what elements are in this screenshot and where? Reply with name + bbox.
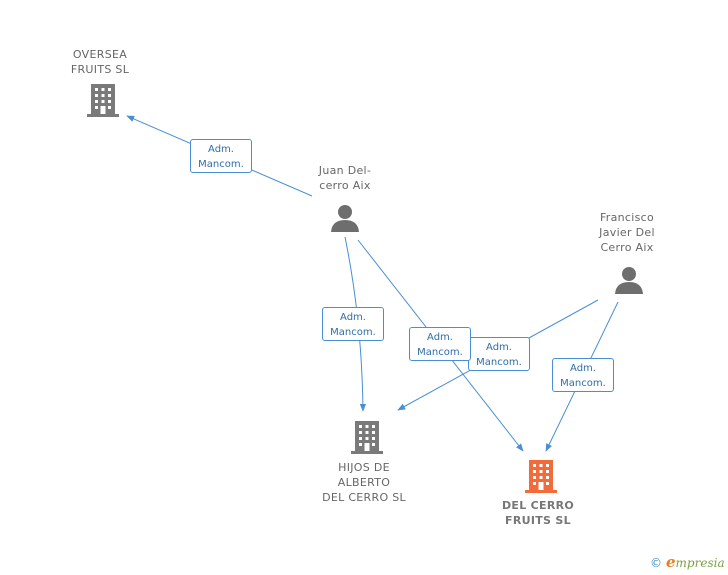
edge-label-line2: Mancom.: [330, 327, 376, 338]
edge-label-line1: Adm.: [208, 144, 234, 155]
edge-label-juan-hijos: Adm. Mancom.: [322, 307, 384, 341]
person-icon: [615, 267, 643, 294]
edge-label-line2: Mancom.: [560, 378, 606, 389]
building-icon: [525, 460, 557, 493]
brand-logo-text: mpresia: [675, 556, 725, 570]
edge-label-line1: Adm.: [570, 363, 596, 374]
brand-credit: © empresia: [650, 553, 725, 571]
edge-label-line1: Adm.: [427, 332, 453, 343]
edge-label-juan-delcerro: Adm. Mancom.: [409, 327, 471, 361]
edge-label-line2: Mancom.: [476, 357, 522, 368]
building-icon: [351, 421, 383, 454]
edge-label-line1: Adm.: [340, 312, 366, 323]
person-icon: [331, 205, 359, 232]
node-label-oversea[interactable]: OVERSEA FRUITS SL: [70, 48, 130, 76]
building-icon: [87, 84, 119, 117]
node-label-hijos[interactable]: HIJOS DE ALBERTO DEL CERRO SL: [322, 461, 406, 504]
node-label-delcerro[interactable]: DEL CERRO FRUITS SL: [501, 499, 575, 527]
node-label-francisco[interactable]: Francisco Javier Del Cerro Aix: [599, 211, 655, 254]
edge-label-line1: Adm.: [486, 342, 512, 353]
node-label-juan[interactable]: Juan Del- cerro Aix: [318, 164, 372, 192]
edge-label-juan-oversea: Adm. Mancom.: [190, 139, 252, 173]
brand-logo-e: e: [666, 553, 676, 571]
copyright-icon: ©: [650, 556, 662, 570]
edge-label-francisco-delcerro: Adm. Mancom.: [552, 358, 614, 392]
edge-label-francisco-hijos: Adm. Mancom.: [468, 337, 530, 371]
edge-label-line2: Mancom.: [417, 347, 463, 358]
edge-label-line2: Mancom.: [198, 159, 244, 170]
